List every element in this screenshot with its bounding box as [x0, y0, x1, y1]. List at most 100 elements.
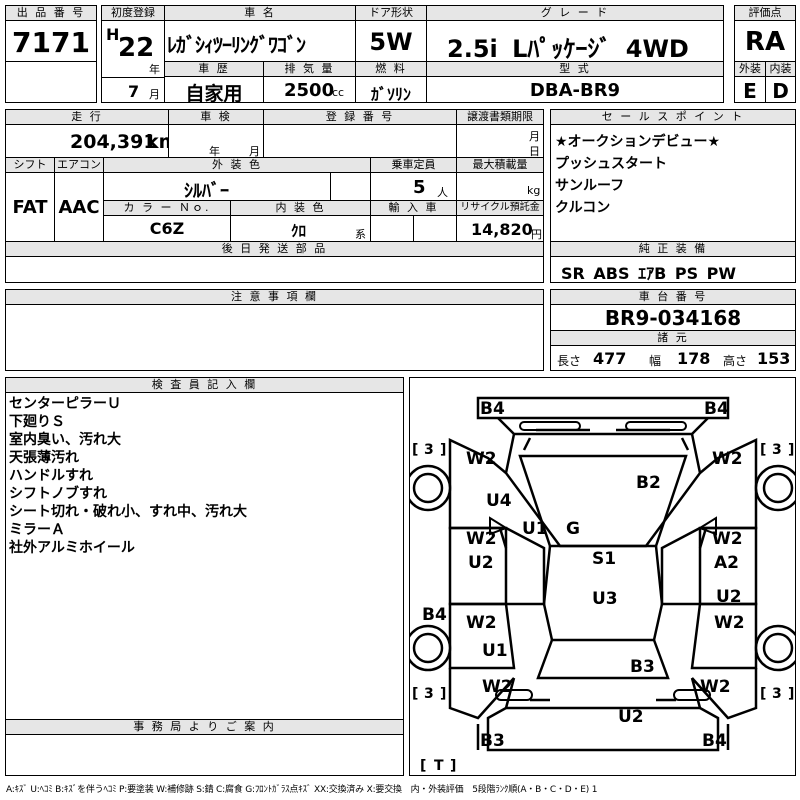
interior-score: D	[772, 79, 789, 103]
load-unit: kg	[527, 184, 541, 197]
grade-header: グ レ ー ド	[426, 5, 724, 21]
transfer-deadline-header: 譲渡書類期限	[456, 109, 544, 125]
svg-text:[: [	[760, 686, 766, 702]
svg-text:]: ]	[788, 442, 794, 458]
first-registration-year: 22	[118, 33, 155, 63]
inspector-line: 社外アルミホイール	[9, 540, 135, 556]
mark-w2-rear-left: W2	[482, 677, 513, 697]
svg-text:]: ]	[450, 758, 456, 774]
import-header: 輸 入 車	[370, 200, 457, 216]
lights	[495, 421, 711, 701]
mark-w2-right-door: W2	[712, 529, 743, 549]
inspector-line: センターピラーＵ	[9, 396, 121, 412]
history-cell: 自家用	[164, 76, 264, 105]
exterior-score-cell: E	[734, 76, 766, 103]
grade: 2.5i Lﾊﾟｯｹｰｼﾞ 4WD	[447, 35, 689, 63]
displacement-cell: 2500 cc	[263, 76, 356, 103]
exterior-score-header: 外装	[734, 61, 766, 77]
interior-color: ｸﾛ	[291, 222, 307, 240]
mark-u3-cabin: U3	[592, 589, 618, 609]
svg-text:[: [	[420, 758, 426, 774]
lot-number-cell: 7171	[5, 20, 97, 62]
exterior-color-header: 外 装 色	[103, 157, 371, 173]
month-unit: 月	[149, 88, 160, 101]
divider	[413, 216, 414, 242]
inspector-line: ミラーＡ	[9, 522, 65, 538]
mirrors	[489, 516, 717, 536]
fuel-cell: ｶﾞｿﾘﾝ	[355, 76, 427, 104]
inspection-cell: 年 月	[168, 124, 264, 158]
displacement-header: 排 気 量	[263, 61, 356, 77]
mark-b4-left-side: B4	[422, 605, 447, 625]
length-label: 長さ	[557, 354, 582, 368]
model-code: DBA-BR9	[529, 80, 621, 101]
recycle-unit: 円	[531, 228, 542, 241]
air-conditioner: AAC	[58, 197, 100, 218]
inspector-cell: センターピラーＵ 下廻りＳ 室内臭い、汚れ大 天張薄汚れ ハンドルすれ シフトノ…	[5, 392, 404, 720]
damage-marks: B4 B4 W2 W2 B2 U4 U1 G W2 W2 U2 S1 A2 B4…	[422, 399, 745, 751]
sales-points-list: ★オークションデビュー★ プッシュスタート サンルーフ クルコン	[555, 131, 720, 219]
inspector-line: 天張薄汚れ	[9, 450, 79, 466]
score-header: 評価点	[734, 5, 796, 21]
lot-number-header: 出 品 番 号	[5, 5, 97, 21]
door-header: ドア形状	[355, 5, 427, 21]
mileage: 204,391	[70, 131, 157, 153]
first-registration-month-cell: 7 月	[101, 77, 165, 103]
first-registration-month: 7	[128, 82, 140, 101]
sales-point: ★オークションデビュー★	[555, 134, 721, 150]
model-header: 型 式	[426, 61, 724, 77]
sales-points-header: セ ー ル ス ポ イ ン ト	[550, 109, 796, 125]
interior-color-header: 内 装 色	[230, 200, 371, 216]
history: 自家用	[185, 83, 243, 105]
notes-cell	[5, 304, 544, 371]
max-load-header: 最大積載量	[456, 157, 544, 173]
mark-w2-left-rear: W2	[466, 613, 497, 633]
mark-u1-pillar: U1	[522, 519, 548, 539]
mark-w2-left-door: W2	[466, 529, 497, 549]
car-diagram-panel: B4 B4 W2 W2 B2 U4 U1 G W2 W2 U2 S1 A2 B4…	[409, 377, 796, 776]
era: H	[106, 25, 120, 44]
fuel: ｶﾞｿﾘﾝ	[370, 85, 411, 104]
chassis-number-cell: BR9-034168	[550, 304, 796, 331]
registration-number-cell	[263, 124, 457, 158]
mark-b4-front-left: B4	[480, 399, 505, 419]
displacement-unit: cc	[332, 86, 345, 99]
history-header: 車 歴	[164, 61, 264, 77]
equipment-cell: SR ABS ｴｱB PS PW	[550, 256, 796, 283]
mark-b2-hood: B2	[636, 473, 661, 493]
office-header: 事 務 局 よ り ご 案 内	[5, 719, 404, 735]
recycle-cell: 14,820 円	[456, 215, 544, 242]
shift-cell: FAT	[5, 172, 55, 242]
inspector-line: シフトノブすれ	[9, 486, 107, 502]
interior-score-cell: D	[765, 76, 796, 103]
exterior-color: ｼﾙﾊﾞｰ	[184, 181, 229, 202]
tire-front-left: 3	[424, 442, 434, 458]
svg-text:]: ]	[440, 686, 446, 702]
overall-score: RA	[744, 27, 786, 57]
mark-u1-left-rear: U1	[482, 641, 508, 661]
mark-u2-trunk: U2	[618, 707, 644, 727]
capacity-cell: 5 人	[370, 172, 457, 201]
svg-text:]: ]	[788, 686, 794, 702]
capacity: 5	[413, 177, 426, 198]
inspection-month-unit: 月	[249, 145, 260, 158]
year-unit: 年	[149, 63, 160, 76]
svg-text:[: [	[412, 686, 418, 702]
recycle-fee: 14,820	[471, 220, 533, 239]
dimensions-cell: 長さ 477 幅 178 高さ 153	[550, 345, 796, 371]
legend: A:ｷｽﾞ U:ﾍｺﾐ B:ｷｽﾞを伴うﾍｺﾐ P:要塗装 W:補修跡 S:錆 …	[6, 785, 598, 795]
mark-a2-right: A2	[714, 553, 739, 573]
later-parts-header: 後 日 発 送 部 品	[5, 241, 544, 257]
capacity-unit: 人	[437, 186, 448, 199]
mark-w2-front-right: W2	[712, 449, 743, 469]
inspector-line: 下廻りＳ	[9, 414, 65, 430]
color-number: C6Z	[149, 219, 185, 238]
import-cell	[370, 215, 457, 242]
tire-rear-right: 3	[772, 686, 782, 702]
capacity-header: 乗車定員	[370, 157, 457, 173]
office-cell	[5, 734, 404, 776]
height: 153	[757, 349, 791, 368]
tire-rear-left: 3	[424, 686, 434, 702]
recycle-header: リサイクル預託金	[456, 200, 544, 216]
later-parts-cell	[5, 256, 544, 283]
